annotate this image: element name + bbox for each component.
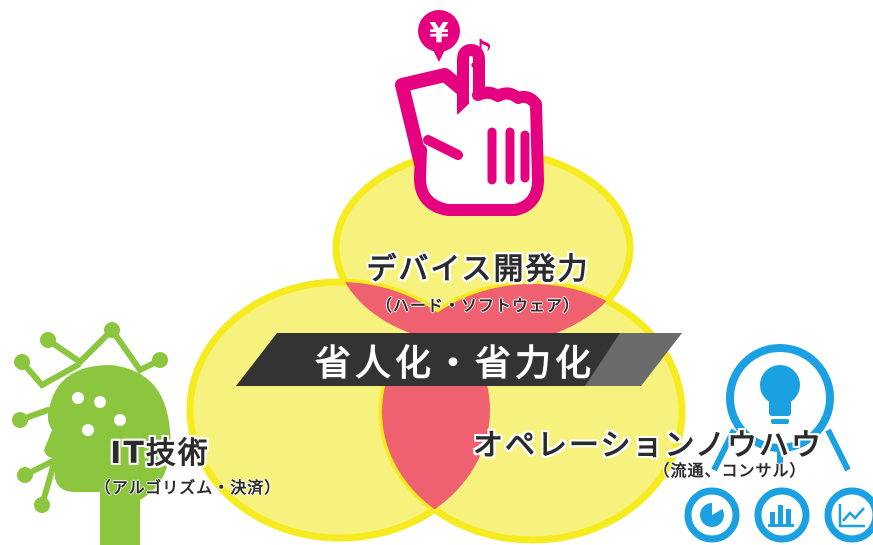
left-circle-subtitle: （アルゴリズム・決済）: [94, 478, 282, 497]
lightbulb-icon: [711, 344, 851, 472]
top-circle-subtitle: （ハード・ソフトウェア）: [375, 296, 580, 315]
center-banner-sheen: [585, 333, 682, 386]
pie-chart-icon: [684, 487, 740, 543]
left-circle-title: IT技術: [110, 436, 210, 471]
center-banner: [236, 333, 682, 386]
top-circle-title: デバイス開発力: [366, 252, 590, 287]
center-banner-text: 省人化・省力化: [314, 343, 595, 384]
pointing-hand-icon: [395, 44, 544, 216]
line-chart-icon: [824, 487, 873, 543]
yen-bubble-icon: ¥: [418, 10, 460, 62]
music-note-icon: ♪: [468, 32, 494, 78]
bar-chart-icon: [754, 487, 810, 543]
head-circuit-icon: [12, 322, 171, 545]
right-circle-subtitle: （流通、コンサル）: [653, 461, 807, 480]
right-circle-title: オペレーションノウハウ: [473, 428, 823, 463]
yen-symbol: ¥: [429, 16, 449, 49]
